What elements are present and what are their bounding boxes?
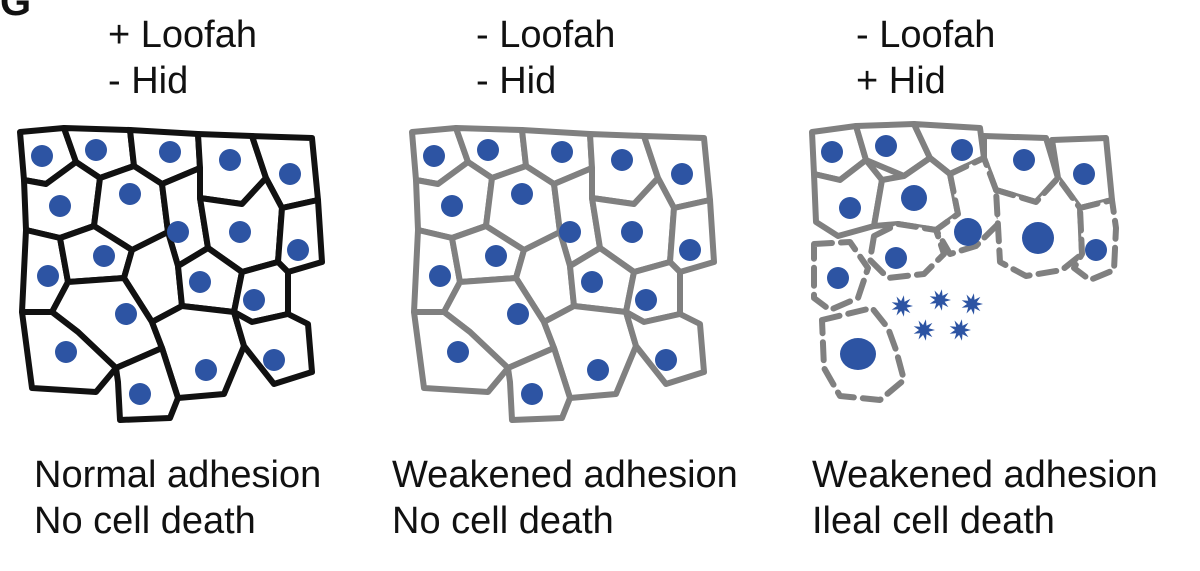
cell	[275, 197, 325, 275]
nucleus	[1085, 239, 1107, 261]
hid-condition: - Hid	[476, 60, 557, 102]
nucleus	[85, 139, 107, 161]
nucleus	[1073, 163, 1095, 185]
nucleus	[840, 338, 876, 370]
cell	[113, 345, 181, 423]
nucleus	[821, 141, 843, 163]
adhesion-caption: Weakened adhesion	[392, 454, 738, 496]
tissue-weakened-adhesion	[409, 125, 717, 423]
dying-cell	[933, 155, 1003, 257]
nucleus	[885, 247, 907, 269]
cell-death-caption: No cell death	[34, 500, 256, 542]
nucleus	[219, 149, 241, 171]
nucleus	[93, 245, 115, 267]
nucleus	[511, 183, 533, 205]
nucleus	[159, 141, 181, 163]
nucleus	[611, 149, 633, 171]
nucleus	[1013, 149, 1035, 171]
nucleus	[521, 383, 543, 405]
nucleus	[37, 265, 59, 287]
tissue-normal-adhesion	[17, 125, 325, 423]
nucleus	[287, 239, 309, 261]
loofah-condition: - Loofah	[856, 14, 996, 56]
nucleus	[621, 221, 643, 243]
nucleus	[31, 145, 53, 167]
condition-label-panel-3: - Loofah + Hid	[856, 12, 995, 104]
hid-condition: + Hid	[856, 60, 946, 102]
nucleus	[551, 141, 573, 163]
apoptotic-body	[891, 295, 913, 317]
nucleus	[49, 195, 71, 217]
nuclei	[821, 135, 1107, 370]
apoptotic-bodies	[891, 289, 983, 341]
adhesion-caption: Normal adhesion	[34, 454, 322, 496]
nucleus	[679, 239, 701, 261]
nucleus	[55, 341, 77, 363]
cell	[231, 309, 315, 387]
caption-panel-1: Normal adhesion No cell death	[34, 452, 321, 544]
apoptotic-body	[913, 319, 935, 341]
adhesion-caption: Weakened adhesion	[812, 454, 1158, 496]
condition-label-panel-2: - Loofah - Hid	[476, 12, 615, 104]
nucleus	[587, 359, 609, 381]
dying-cell	[867, 221, 947, 281]
cell-death-caption: No cell death	[392, 500, 614, 542]
cell	[667, 197, 717, 275]
nucleus	[485, 245, 507, 267]
nucleus	[875, 135, 897, 157]
caption-panel-3: Weakened adhesion Ileal cell death	[812, 452, 1158, 544]
nuclei	[423, 139, 701, 405]
nucleus	[115, 303, 137, 325]
nucleus	[901, 185, 927, 211]
hid-condition: - Hid	[108, 60, 189, 102]
nucleus	[447, 341, 469, 363]
cell-outlines	[409, 125, 717, 423]
nucleus	[507, 303, 529, 325]
cell-outlines	[17, 125, 325, 423]
cell	[505, 345, 573, 423]
loofah-condition: + Loofah	[108, 14, 257, 56]
nucleus	[655, 349, 677, 371]
panel-letter: G	[0, 0, 32, 24]
nucleus	[635, 289, 657, 311]
nucleus	[263, 349, 285, 371]
nucleus	[167, 221, 189, 243]
condition-label-panel-1: + Loofah - Hid	[108, 12, 257, 104]
apoptotic-body	[929, 289, 951, 311]
apoptotic-body	[949, 319, 971, 341]
loofah-condition: - Loofah	[476, 14, 616, 56]
nucleus	[559, 221, 581, 243]
nuclei	[31, 139, 309, 405]
nucleus	[954, 218, 982, 246]
nucleus	[279, 163, 301, 185]
nucleus	[129, 383, 151, 405]
nucleus	[477, 139, 499, 161]
cell	[623, 309, 707, 387]
nucleus	[119, 183, 141, 205]
caption-panel-2: Weakened adhesion No cell death	[392, 452, 738, 544]
apoptotic-body	[961, 293, 983, 315]
nucleus	[581, 271, 603, 293]
nucleus	[229, 221, 251, 243]
nucleus	[423, 145, 445, 167]
nucleus	[839, 197, 861, 219]
nucleus	[827, 267, 849, 289]
cell-death-caption: Ileal cell death	[812, 500, 1055, 542]
nucleus	[951, 139, 973, 161]
nucleus	[189, 271, 211, 293]
nucleus	[195, 359, 217, 381]
nucleus	[671, 163, 693, 185]
nucleus	[429, 265, 451, 287]
nucleus	[441, 195, 463, 217]
nucleus	[1022, 222, 1054, 254]
tissue-hid-cell-death	[809, 121, 1119, 403]
nucleus	[243, 289, 265, 311]
